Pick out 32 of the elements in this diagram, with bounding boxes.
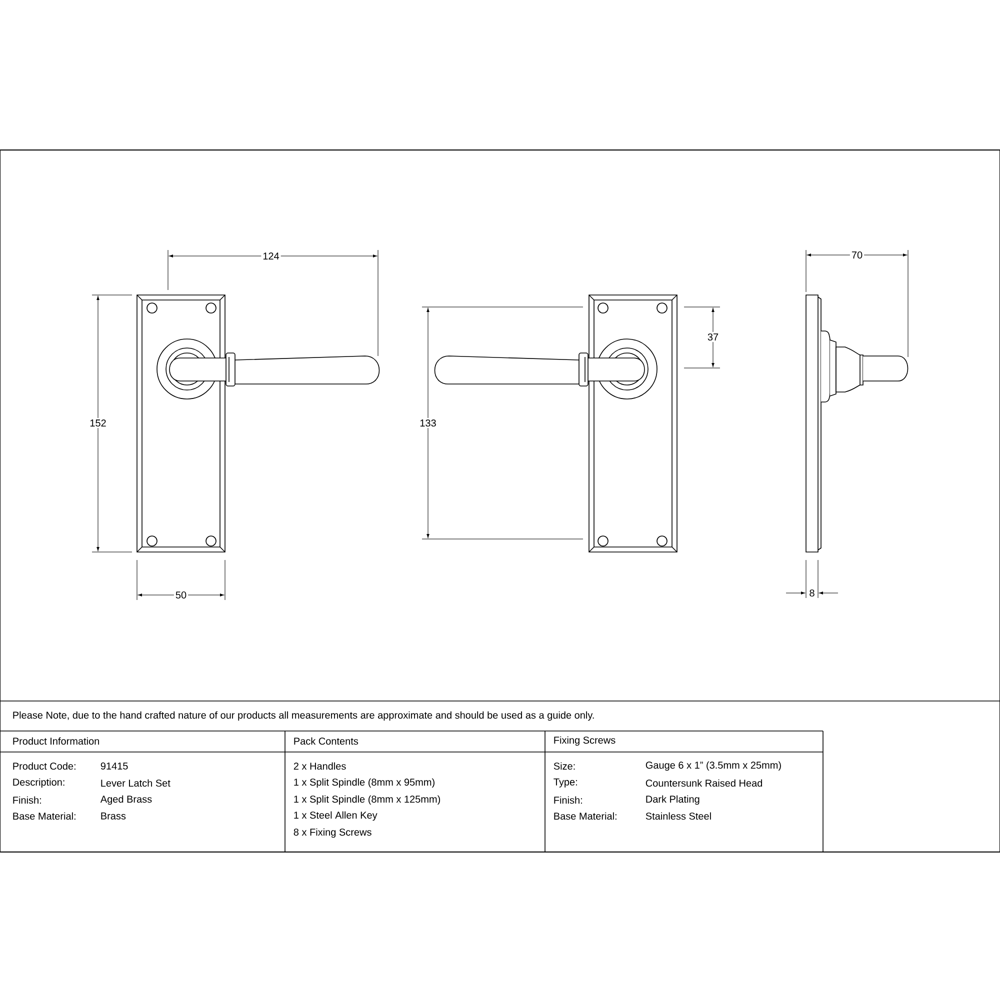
table-cell: 1 x Split Spindle (8mm x 125mm) — [294, 795, 440, 805]
table-cell: Aged Brass — [100, 795, 152, 805]
table-cell: Countersunk Raised Head — [646, 779, 762, 787]
table-cell: Finish: — [13, 796, 41, 804]
dimension-label: 70 — [850, 250, 864, 260]
dimension-label: 50 — [174, 590, 188, 600]
table-cell: Brass — [101, 812, 126, 820]
table-cell: 91415 — [100, 762, 128, 770]
table-cell: Dark Plating — [646, 795, 700, 805]
dimension-label: 124 — [261, 251, 281, 261]
table-cell: 1 x Steel Allen Key — [294, 811, 378, 821]
table-cell: Stainless Steel — [646, 812, 711, 820]
table-cell: 2 x Handles — [294, 762, 346, 770]
table-header: Fixing Screws — [554, 736, 616, 746]
dimension-label: 8 — [810, 589, 814, 597]
note-text: Please Note, due to the hand crafted nature of our products all measurements are approximate and should be used as a guide only. — [13, 711, 594, 721]
table-cell: Gauge 6 x 1” (3.5mm x 25mm) — [646, 761, 781, 771]
table-cell: Finish: — [554, 796, 582, 804]
table-cell: 8 x Fixing Screws — [294, 828, 372, 838]
table-cell: Size: — [554, 762, 575, 770]
dimension-label: 37 — [706, 332, 720, 342]
table-header: Pack Contents — [294, 737, 358, 745]
table-header: Product Information — [13, 737, 99, 745]
table-cell: Product Code: — [13, 762, 76, 770]
table-cell: Base Material: — [554, 812, 616, 820]
table-cell: Description: — [13, 778, 64, 788]
table-cell: 1 x Split Spindle (8mm x 95mm) — [294, 778, 434, 788]
table-cell: Lever Latch Set — [101, 779, 170, 787]
table-cell: Base Material: — [13, 812, 76, 820]
dimension-label: 133 — [418, 418, 438, 428]
dimension-label: 152 — [88, 418, 108, 428]
table-cell: Type: — [554, 778, 577, 788]
